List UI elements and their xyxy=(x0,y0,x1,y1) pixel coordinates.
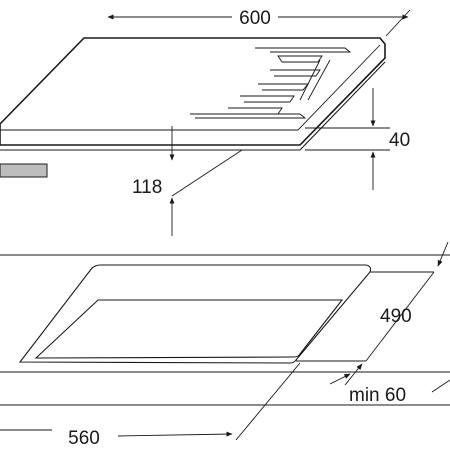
hob-body xyxy=(0,61,386,151)
hob-plate-bevel xyxy=(0,44,381,131)
cutout-outer xyxy=(18,264,372,364)
dim-560-label: 560 xyxy=(68,428,100,449)
dimension-40: 40 xyxy=(305,88,410,190)
worktop xyxy=(0,254,450,406)
dimension-560: 560 xyxy=(0,362,301,449)
dimension-490: 490 xyxy=(296,241,449,386)
dim-600-label: 600 xyxy=(239,8,271,29)
control-panel xyxy=(0,163,48,178)
dim-min-60-label: min 60 xyxy=(349,385,406,406)
burner-grid xyxy=(190,47,352,119)
cutout-inner xyxy=(34,299,344,359)
dim-490-label: 490 xyxy=(380,306,412,327)
dim-40-label: 40 xyxy=(389,130,410,151)
dimension-118: 118 xyxy=(132,126,243,236)
dim-118-label: 118 xyxy=(132,177,162,198)
hob-top-view xyxy=(0,37,386,151)
dimension-600: 600 xyxy=(107,8,411,37)
dimension-min-60: min 60 xyxy=(329,373,450,406)
hob-plate xyxy=(0,37,386,146)
